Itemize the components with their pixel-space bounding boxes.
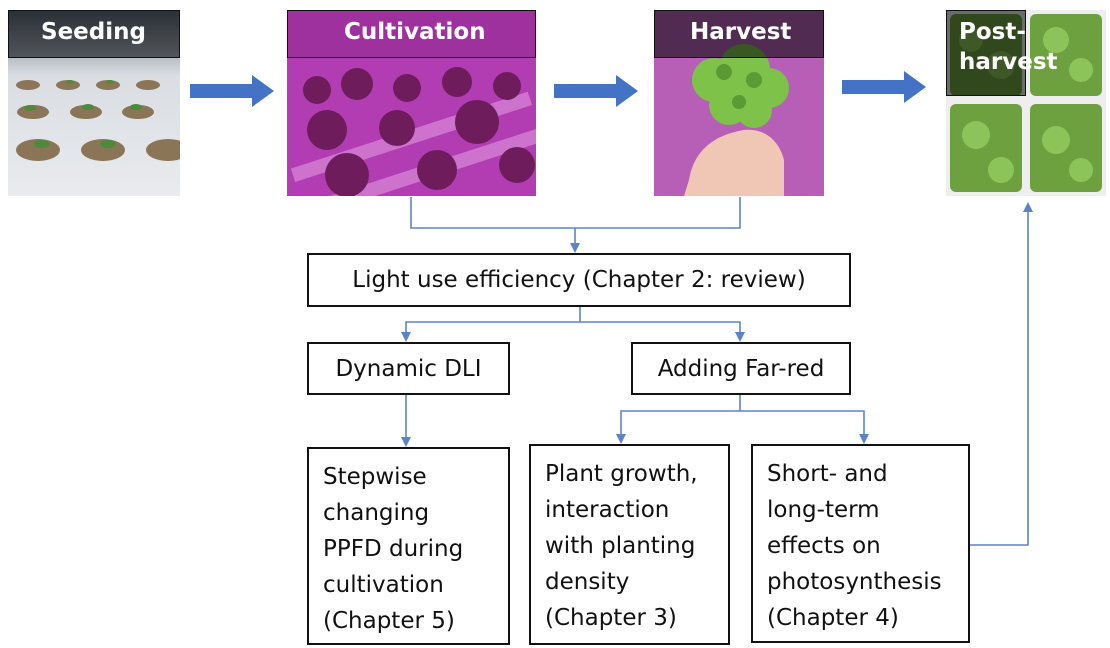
arrow-cultivation-to-harvest [554,75,638,107]
cultivation-label: Cultivation [344,19,486,45]
arrow-seeding-to-cultivation [190,75,274,107]
postharvest-image [946,10,1106,196]
seeding-label: Seeding [41,19,146,45]
plant-growth-box: Plant growth, interaction with planting … [529,444,730,645]
dynamic-dli-text: Dynamic DLI [335,355,482,382]
dynamic-dli-box: Dynamic DLI [307,342,510,395]
connector-far-red-short-long [740,410,869,444]
stepwise-line-2: changing [323,500,430,526]
plant-growth-line-3: with planting [545,533,696,559]
postharvest-label-bar: Post- harvest [946,10,1058,96]
postharvest-photo: Post- harvest [946,10,1106,196]
plant-growth-line-4: density [545,569,630,595]
cultivation-label-bar: Cultivation [287,10,536,58]
short-long-line-4: photosynthesis [767,569,942,595]
short-long-line-1: Short- and [767,461,888,487]
seeding-label-bar: Seeding [8,10,180,58]
plant-growth-line-2: interaction [545,497,670,523]
connector-to-postharvest [969,202,1033,546]
connector-light-use-split [401,306,581,342]
short-long-line-2: long-term [767,497,880,523]
cultivation-image [287,10,536,196]
connector-light-use-far-red [580,321,745,342]
harvest-label-bar: Harvest [654,10,824,58]
seeding-photo: Seeding [8,10,180,196]
cultivation-photo: Cultivation [287,10,536,196]
stepwise-box: Stepwise changing PPFD during cultivatio… [307,447,510,645]
arrow-harvest-to-postharvest [842,71,926,103]
stepwise-line-1: Stepwise [323,464,427,490]
connector-cultivation-down [410,197,741,229]
harvest-label: Harvest [690,19,792,45]
short-long-line-5: (Chapter 4) [767,605,899,631]
short-long-line-3: effects on [767,533,881,559]
far-red-text: Adding Far-red [657,355,825,382]
far-red-box: Adding Far-red [631,342,851,395]
stepwise-line-4: cultivation [323,572,444,598]
light-use-efficiency-text: Light use efficiency (Chapter 2: review) [352,267,806,293]
stepwise-line-3: PPFD during [323,536,464,562]
stepwise-line-5: (Chapter 5) [323,608,455,634]
harvest-photo: Harvest [654,10,824,196]
connector-far-red-split [616,394,741,444]
short-long-term-box: Short- and long-term effects on photosyn… [751,444,970,643]
postharvest-label-line2: harvest [959,49,1058,75]
plant-growth-line-5: (Chapter 3) [545,605,677,631]
plant-growth-line-1: Plant growth, [545,461,698,487]
postharvest-label-line1: Post- [959,19,1026,45]
light-use-efficiency-box: Light use efficiency (Chapter 2: review) [307,253,851,307]
